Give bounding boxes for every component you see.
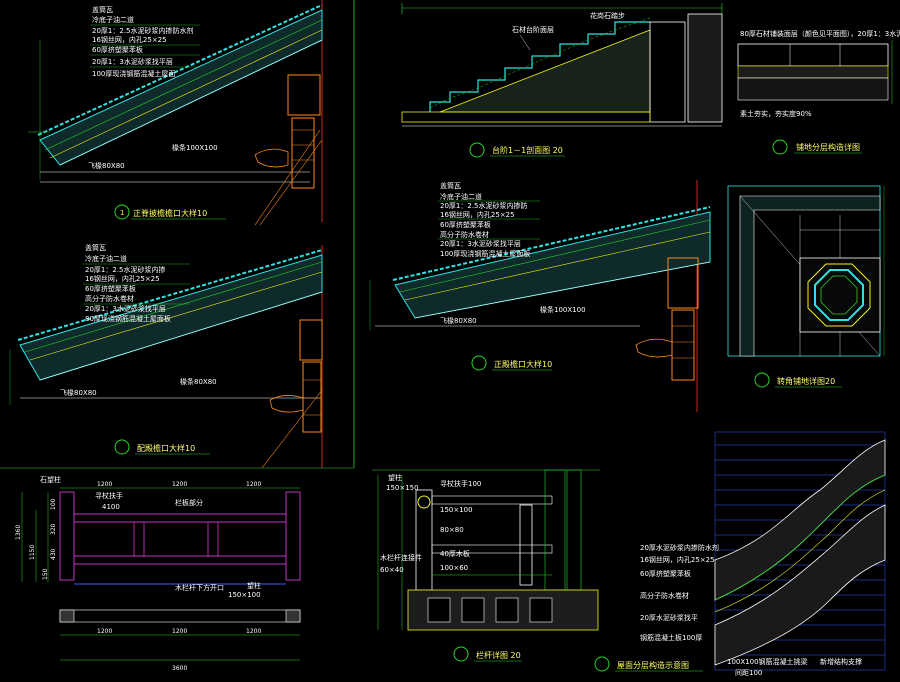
railing-detail-label: 150×100 [440, 506, 473, 514]
railing-detail-label: 寻杖扶手100 [440, 479, 481, 488]
section-note: 高分子防水卷材 [640, 591, 689, 600]
detail-title: 铺地分层构造详图 [796, 142, 860, 152]
roof-note: 冷底子油二道 [92, 15, 134, 24]
roof-note: 16钢丝网，内孔25×25 [92, 35, 167, 44]
dimension-text: 1200 [246, 481, 261, 488]
dimension-text: 320 [50, 523, 57, 535]
stair-label: 石材台阶面层 [512, 25, 554, 34]
roof-note: 20厚1：2.5水泥砂浆内掺防 [440, 201, 528, 210]
roof-note: 20厚1：3水泥砂浆找平层 [92, 57, 173, 66]
detail-paving-layers [737, 40, 893, 104]
detail-title: 正殿檐口大样10 [494, 359, 552, 369]
section-note: 新增结构支撑 [820, 657, 862, 666]
section-note: 间距100 [735, 669, 762, 677]
roof-note: 60厚挤塑聚苯板 [85, 284, 136, 293]
dimension-text: 1200 [97, 481, 112, 488]
railing-label: 150×100 [228, 591, 261, 599]
railing-detail-label: 40厚木板 [440, 549, 470, 558]
dimension-text: 3600 [172, 665, 187, 672]
roof-note: 20厚1：3水泥砂浆找平层 [440, 239, 521, 248]
railing-label: 木栏杆下方开口 [175, 583, 224, 592]
detail-main-hall-eave [369, 206, 711, 381]
roof-note: 盖筒瓦 [440, 181, 461, 190]
railing-label: 石望柱 [40, 475, 61, 484]
railing-detail-label: 木栏杆连接件 [380, 553, 422, 562]
roof-note: 80厚现浇钢筋混凝土屋面板 [85, 314, 171, 323]
detail-title: 屋面分层构造示意图 [617, 660, 689, 670]
railing-label: 望柱 [247, 581, 261, 590]
railing-detail-label: 150×150 [386, 484, 419, 492]
dimension-text: 1200 [97, 628, 112, 635]
dimension-text: 1200 [246, 628, 261, 635]
railing-label: 寻杖扶手 [95, 491, 123, 500]
rafter-label: 飞椽80X80 [440, 316, 477, 325]
section-note: 100X100钢筋混凝土挑梁 [727, 657, 808, 666]
dimension-text: 1150 [29, 545, 36, 560]
detail-stair-section [401, 3, 723, 127]
rafter-label: 椽条100X100 [172, 143, 218, 152]
title-marker-icon [754, 372, 770, 388]
paving-note: 素土夯实，夯实度90% [740, 109, 812, 118]
section-note: 20厚水泥砂浆找平 [640, 613, 698, 622]
roof-note: 20厚1：3水泥砂浆找平层 [85, 304, 166, 313]
title-marker-icon [453, 646, 469, 662]
section-note: 16钢丝网，内孔25×25 [640, 555, 715, 564]
roof-note: 盖筒瓦 [85, 243, 106, 252]
rafter-label: 飞椽80X80 [88, 161, 125, 170]
title-marker-icon [594, 656, 610, 672]
paving-note: 80厚石材铺装面层（颜色见平面图），20厚1：3水泥砂浆找平 [740, 29, 900, 38]
detail-title: 配殿檐口大样10 [137, 443, 195, 453]
roof-note: 16钢丝网，内孔25×25 [440, 210, 515, 219]
detail-side-hall-eave [9, 249, 323, 469]
rafter-label: 椽条100X100 [540, 305, 586, 314]
railing-detail-label: 80×80 [440, 526, 464, 534]
section-note: 60厚挤塑聚苯板 [640, 569, 691, 578]
roof-note: 冷底子油二道 [85, 254, 127, 263]
roof-note: 20厚1：2.5水泥砂浆内掺 [85, 265, 166, 274]
detail-title: 正脊披檐檐口大样10 [133, 208, 207, 218]
roof-note: 盖筒瓦 [92, 5, 113, 14]
detail-title: 台阶1－1剖面图 20 [492, 145, 563, 155]
detail-number: 1 [120, 209, 124, 217]
detail-railing-section [372, 469, 600, 631]
section-note: 钢筋混凝土板100厚 [640, 633, 702, 642]
railing-detail-label: 60×40 [380, 566, 404, 574]
railing-label: 栏板部分 [175, 498, 203, 507]
title-marker-icon [114, 439, 130, 455]
railing-detail-label: 100×60 [440, 564, 468, 572]
detail-title: 栏杆详图 20 [476, 650, 521, 660]
dimension-text: 1360 [15, 525, 22, 540]
roof-note: 高分子防水卷材 [85, 294, 134, 303]
roof-note: 冷底子油二道 [440, 192, 482, 201]
dimension-text: 430 [50, 548, 57, 560]
title-marker-icon [772, 139, 788, 155]
roof-note: 20厚1：2.5水泥砂浆内掺防水剂 [92, 26, 194, 35]
title-marker-icon [469, 142, 485, 158]
rafter-label: 椽条80X80 [180, 377, 217, 386]
roof-note: 16钢丝网，内孔25×25 [85, 274, 160, 283]
detail-title: 转角铺地详图20 [777, 376, 835, 386]
detail-railing-elevation [21, 487, 301, 661]
dimension-text: 100 [50, 498, 57, 510]
roof-note: 100厚现浇钢筋混凝土屋面板 [440, 249, 530, 258]
dimension-text: 1200 [172, 628, 187, 635]
detail-ridge-eave [28, 4, 323, 226]
rafter-label: 飞椽80X80 [60, 388, 97, 397]
stair-label: 花岗石踏步 [590, 11, 625, 20]
section-note: 20厚水泥砂浆内掺防水剂 [640, 543, 719, 552]
dimension-text: 1200 [172, 481, 187, 488]
roof-note: 60厚挤塑聚苯板 [440, 220, 491, 229]
roof-note: 60厚挤塑聚苯板 [92, 45, 143, 54]
dimension-text: 150 [42, 568, 49, 580]
roof-note: 100厚现浇钢筋混凝土屋面 [92, 69, 175, 78]
detail-corner-paving [727, 185, 885, 357]
railing-label: 4100 [102, 503, 120, 511]
title-marker-icon [114, 204, 130, 220]
detail-roof-layers [714, 431, 886, 671]
roof-note: 高分子防水卷材 [440, 230, 489, 239]
railing-detail-label: 望柱 [388, 473, 402, 482]
title-marker-icon [471, 355, 487, 371]
